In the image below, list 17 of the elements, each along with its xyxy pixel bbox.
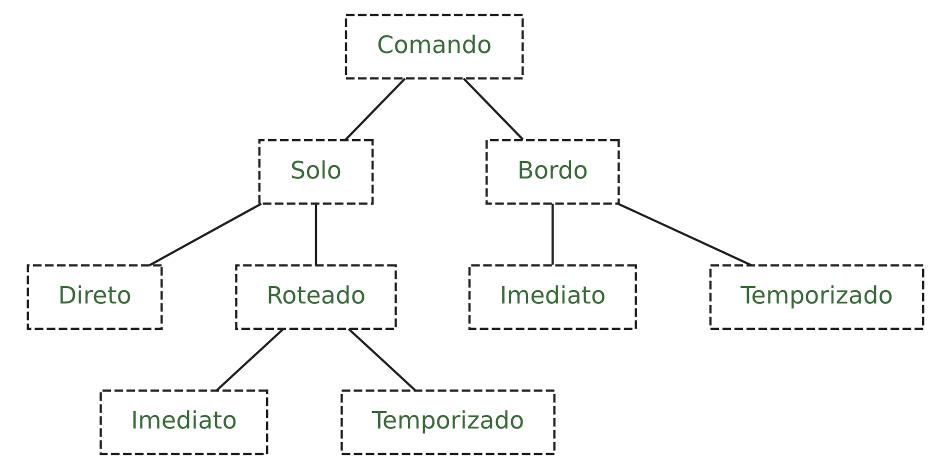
node-box: Solo <box>258 139 374 205</box>
connector <box>314 204 318 265</box>
connector <box>462 78 524 140</box>
node-box: Temporizado <box>340 389 556 456</box>
connector <box>618 202 752 266</box>
connector <box>344 78 406 140</box>
node-box: Direto <box>26 264 163 330</box>
connector <box>348 328 416 392</box>
node-box: Imediato <box>468 264 637 330</box>
node-box: Imediato <box>100 389 268 456</box>
node-box: Temporizado <box>709 264 924 330</box>
connector <box>216 328 284 392</box>
connector <box>149 202 262 266</box>
node-box: Comando <box>344 14 524 80</box>
node-box: Bordo <box>486 139 620 205</box>
connector <box>552 204 554 265</box>
node-box: Roteado <box>235 264 397 330</box>
